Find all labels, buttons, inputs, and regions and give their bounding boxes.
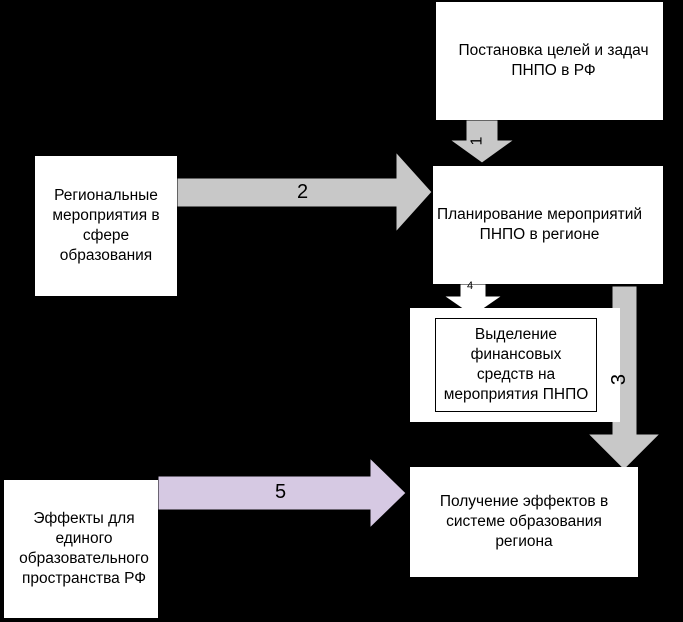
regional-text: Региональные мероприятия в сфере образов… bbox=[52, 186, 159, 266]
effects-rf-line-4: пространства РФ bbox=[21, 570, 147, 587]
results-line-1: Получение эффектов в bbox=[439, 493, 609, 510]
funding-box: Выделение финансовых средств на мероприя… bbox=[435, 318, 597, 412]
regional-line-3: сфере bbox=[82, 227, 130, 244]
planning-line-1: Планирование мероприятий bbox=[437, 206, 643, 223]
effects-rf-line-2: единого bbox=[55, 530, 113, 547]
funding-line-1: Выделение bbox=[474, 326, 558, 343]
funding-line-2: финансовых bbox=[470, 346, 562, 363]
arrow-1 bbox=[448, 119, 516, 164]
regional-line-4: образования bbox=[59, 247, 153, 264]
arrow-3 bbox=[586, 285, 662, 471]
results-box: Получение эффектов в системе образования… bbox=[410, 467, 638, 577]
funding-line-4: мероприятия ПНПО bbox=[443, 386, 589, 403]
effects-rf-text: Эффекты для единого образовательного про… bbox=[19, 509, 149, 589]
arrow-1-label: 1 bbox=[468, 136, 486, 146]
goals-text: Постановка целей и задач ПНПО в РФ bbox=[458, 41, 648, 81]
regional-box: Региональные мероприятия в сфере образов… bbox=[35, 156, 177, 296]
arrow-4-label: 4 bbox=[467, 280, 474, 292]
planning-text: Планирование мероприятий ПНПО в регионе bbox=[437, 205, 642, 245]
arrow-2-label: 2 bbox=[297, 181, 309, 203]
arrow-5 bbox=[157, 456, 407, 530]
effects-rf-box: Эффекты для единого образовательного про… bbox=[4, 480, 158, 618]
funding-text: Выделение финансовых средств на мероприя… bbox=[444, 325, 589, 405]
arrow-4 bbox=[442, 283, 504, 317]
results-line-3: региона bbox=[495, 533, 553, 550]
planning-line-2: ПНПО в регионе bbox=[479, 226, 600, 243]
goals-line-1: Постановка целей и задач bbox=[458, 42, 649, 59]
results-line-2: системе образования bbox=[446, 513, 602, 530]
goals-box: Постановка целей и задач ПНПО в РФ bbox=[436, 2, 663, 120]
regional-line-1: Региональные bbox=[54, 187, 158, 204]
goals-line-2: ПНПО в РФ bbox=[511, 62, 596, 79]
regional-line-2: мероприятия в bbox=[52, 207, 160, 224]
funding-line-3: средств на bbox=[476, 366, 556, 383]
effects-rf-line-3: образовательного bbox=[19, 550, 149, 567]
results-text: Получение эффектов в системе образования… bbox=[440, 492, 608, 552]
arrow-5-label: 5 bbox=[275, 481, 287, 503]
planning-box: Планирование мероприятий ПНПО в регионе bbox=[433, 166, 663, 284]
effects-rf-line-1: Эффекты для bbox=[33, 510, 135, 527]
arrow-3-label: 3 bbox=[608, 373, 631, 386]
arrow-2 bbox=[176, 150, 433, 234]
